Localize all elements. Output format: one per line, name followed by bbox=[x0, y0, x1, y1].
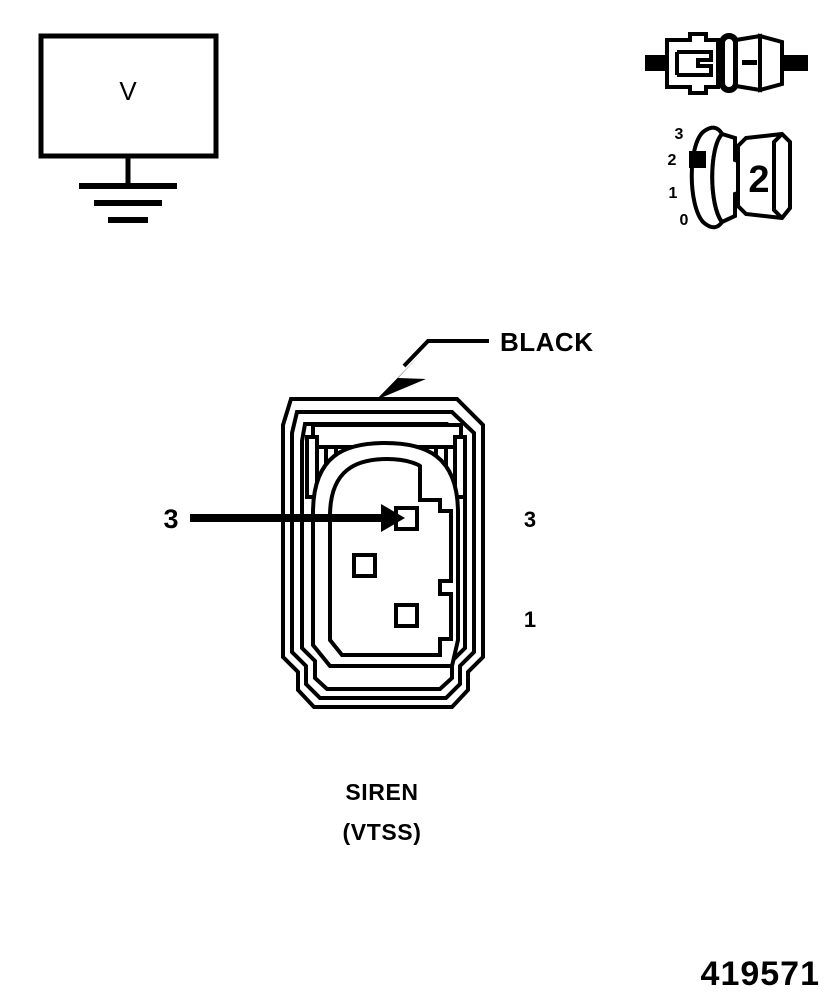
voltmeter-symbol bbox=[38, 33, 219, 223]
black-wire-label: BLACK bbox=[500, 327, 594, 357]
connector-boot-body bbox=[758, 33, 784, 93]
connector-shell-ring-2 bbox=[290, 410, 476, 700]
right-wire-stub bbox=[782, 55, 808, 71]
component-name-line2: (VTSS) bbox=[343, 819, 422, 845]
connector-number-label: 2 bbox=[748, 159, 769, 201]
siren-connector bbox=[281, 397, 485, 709]
earth-ground-icon bbox=[79, 183, 177, 223]
black-wire-leader-line bbox=[402, 339, 489, 368]
left-wire-stub bbox=[645, 55, 667, 71]
latch-rail-right bbox=[453, 435, 467, 499]
sealing-ring bbox=[719, 33, 739, 93]
cavity-label-3: 3 bbox=[524, 507, 536, 532]
connector-keyed-cavity bbox=[328, 456, 453, 657]
pin-label-0: 0 bbox=[680, 212, 689, 229]
connector-slot-cutout bbox=[677, 50, 713, 77]
component-name-line1: SIREN bbox=[345, 779, 418, 805]
connector-index-mark bbox=[742, 60, 757, 65]
probe-arrow-head bbox=[381, 504, 405, 532]
terminal-cavity-2 bbox=[352, 553, 377, 578]
pin-2-keyway-marker bbox=[689, 151, 706, 168]
pin-label-2: 2 bbox=[668, 152, 677, 169]
pin-label-3: 3 bbox=[675, 126, 684, 143]
connector-face-view bbox=[689, 125, 792, 230]
probe-callout-arrow bbox=[190, 504, 405, 532]
black-wire-arrowhead bbox=[376, 355, 426, 400]
cavity-label-1: 1 bbox=[524, 607, 536, 632]
black-wire-callout bbox=[376, 339, 489, 400]
connector-plug-pictorial bbox=[645, 32, 808, 95]
pin-label-1: 1 bbox=[669, 185, 678, 202]
terminal-cavity-1 bbox=[394, 603, 419, 628]
figure-number: 419571 bbox=[701, 955, 820, 993]
voltmeter-label: V bbox=[119, 76, 137, 106]
connector-block-edge bbox=[772, 132, 784, 220]
male-connector-body bbox=[665, 32, 720, 95]
probe-callout-label: 3 bbox=[163, 504, 178, 534]
